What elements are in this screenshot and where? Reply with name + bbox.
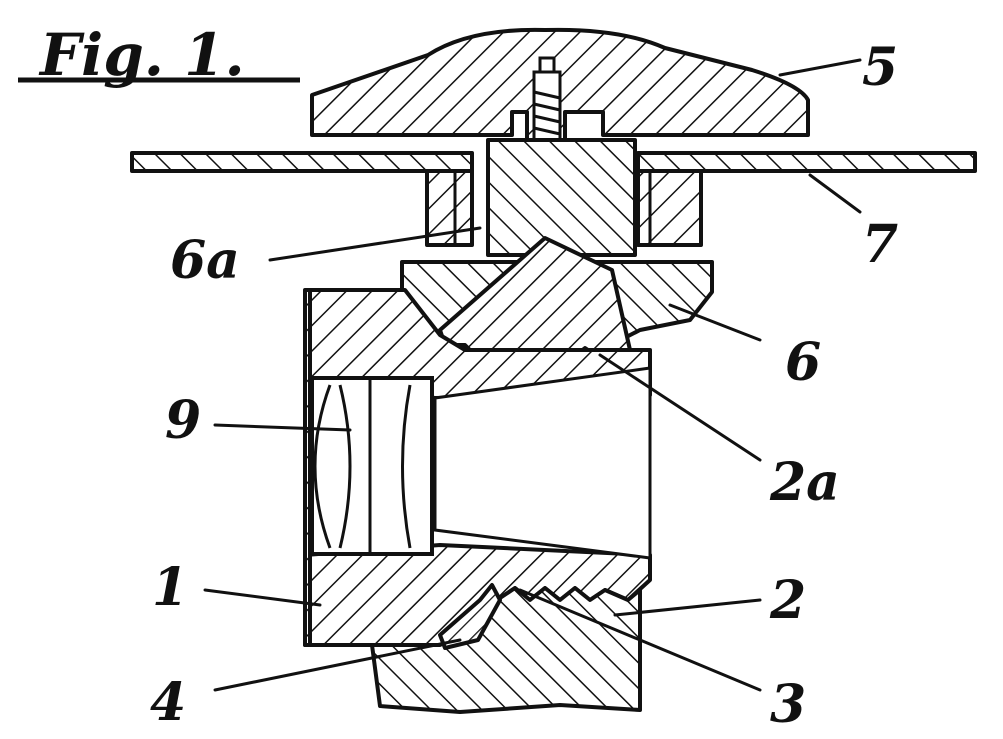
bushing [425,169,703,247]
reference-labels: 5 7 6a 6 9 2a 1 2 4 3 [150,37,898,735]
label-2: 2 [769,570,806,631]
label-4: 4 [150,672,186,733]
label-2a: 2a [769,452,840,513]
leader-lines [203,58,862,692]
lens-9 [310,376,434,556]
plate-7 [130,151,977,173]
label-3: 3 [770,674,806,735]
label-6: 6 [785,332,821,393]
label-1: 1 [152,557,188,618]
bore [433,366,652,560]
label-6a: 6a [170,230,240,291]
shaft-6a [486,138,637,257]
label-5: 5 [862,37,898,98]
housing-wall [303,288,312,647]
label-9: 9 [165,390,201,451]
label-7: 7 [862,214,898,275]
insert-4 [438,583,502,650]
figure-title-group: Fig. 1. [18,21,300,89]
